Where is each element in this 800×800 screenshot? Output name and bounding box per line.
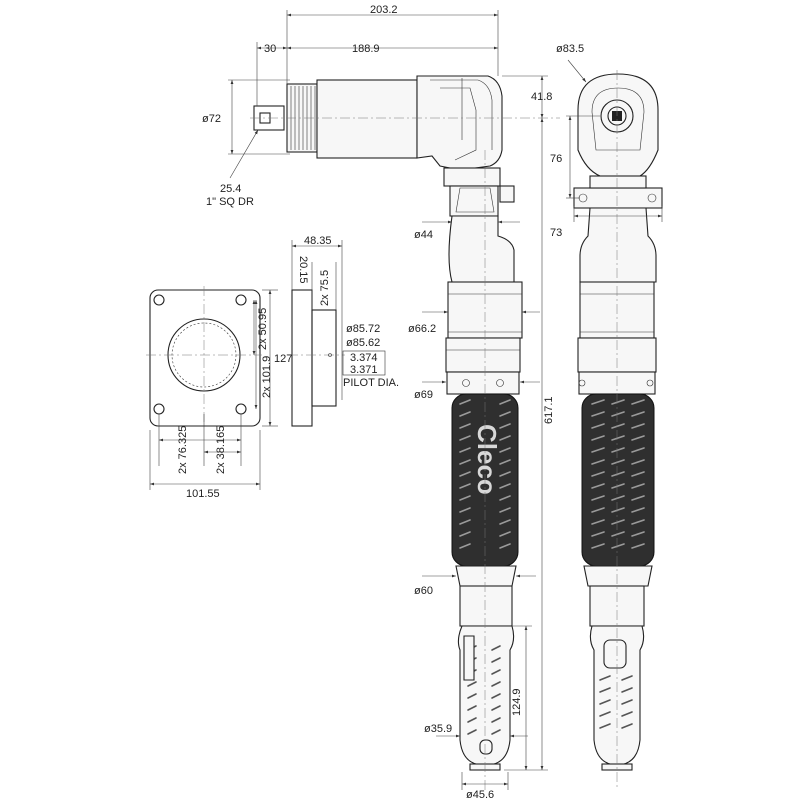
- dim-41-8: 41.8: [531, 91, 552, 103]
- dim-2x50-95: 2x 50.95: [257, 308, 269, 350]
- front-motor-upper: [579, 207, 657, 283]
- handle-collar: [446, 371, 520, 395]
- dim-85-62: ø85.62: [346, 337, 380, 349]
- head-neck: [449, 185, 499, 217]
- dim-30: 30: [264, 43, 276, 55]
- front-main-grip: [581, 393, 655, 567]
- head-clamp: [443, 167, 501, 187]
- dim-2x75-5: 2x 75.5: [319, 270, 331, 306]
- front-neck: [589, 175, 647, 189]
- pilot-boss: [311, 309, 337, 407]
- flange-view: [146, 286, 345, 430]
- trigger: [463, 635, 475, 681]
- brand-logo: Cleco: [472, 424, 502, 495]
- dim-83-5: ø83.5: [556, 43, 584, 55]
- dim-72: ø72: [202, 113, 221, 125]
- dimension-labels: 203.2 30 188.9 ø83.5 41.8 ø72 76 25.4 1"…: [177, 4, 584, 800]
- collar-ring: [445, 337, 521, 373]
- motor-upper: [448, 215, 515, 283]
- front-grip-ribs: [591, 399, 645, 549]
- dim-44: ø44: [414, 229, 433, 241]
- dim-66-2: ø66.2: [408, 323, 436, 335]
- lanyard-slot: [479, 739, 493, 755]
- lower-body: [459, 585, 513, 627]
- dim-20-15: 20.15: [297, 256, 309, 284]
- dim-3-371: 3.371: [350, 364, 378, 376]
- dim-127: 127: [274, 353, 292, 365]
- dim-2x38-165: 2x 38.165: [215, 426, 227, 474]
- flange-side: [291, 289, 313, 427]
- dim-85-72: ø85.72: [346, 323, 380, 335]
- dim-25-4: 25.4: [220, 183, 241, 195]
- dim-pilot-dia: PILOT DIA.: [343, 377, 399, 389]
- dim-101-55: 101.55: [186, 488, 220, 500]
- angle-head-body: [316, 79, 418, 159]
- dim-76: 76: [550, 153, 562, 165]
- dim-124-9: 124.9: [511, 688, 523, 716]
- dim-60: ø60: [414, 585, 433, 597]
- dim-69: ø69: [414, 389, 433, 401]
- grip-bottom-cap: [455, 565, 517, 587]
- front-lower-ribs: [599, 675, 633, 729]
- front-button: [603, 639, 627, 669]
- clamp-screw: [499, 185, 515, 203]
- flange-plate: [149, 289, 261, 427]
- pilot-inch-box: [342, 350, 386, 376]
- dim-35-9: ø35.9: [424, 723, 452, 735]
- dim-73: 73: [550, 227, 562, 239]
- dim-3-374: 3.374: [350, 352, 378, 364]
- dim-617-1: 617.1: [543, 396, 555, 424]
- dim-45-6: ø45.6: [466, 789, 494, 800]
- grip-ribs-left: [459, 399, 511, 549]
- front-view: [573, 73, 663, 771]
- dim-2x76-325: 2x 76.325: [177, 426, 189, 474]
- side-view-body: Cleco: [445, 215, 523, 771]
- side-view-head: [253, 75, 515, 217]
- dim-2x101-9: 2x 101.9: [261, 356, 273, 398]
- dimension-lines: [149, 10, 663, 790]
- dim-188-9: 188.9: [352, 43, 380, 55]
- dim-sq-dr: 1" SQ DR: [206, 196, 254, 208]
- dim-48-35: 48.35: [304, 235, 332, 247]
- dim-203-2: 203.2: [370, 4, 398, 16]
